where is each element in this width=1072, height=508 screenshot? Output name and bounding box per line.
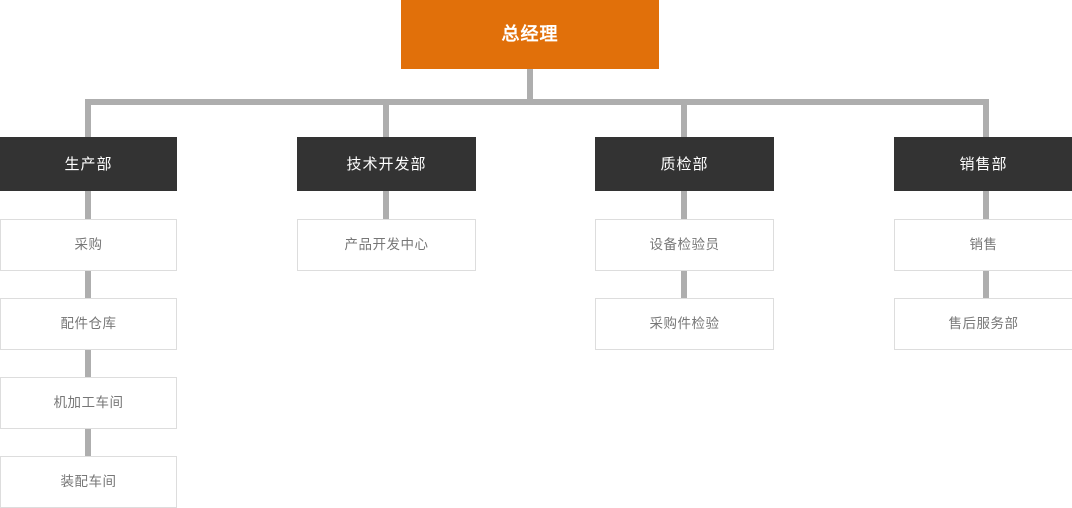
- org-node-dept-1-child-4[interactable]: 装配车间: [0, 456, 177, 508]
- org-node-dept-4[interactable]: 销售部: [894, 137, 1072, 191]
- org-node-dept-3-child-2[interactable]: 采购件检验: [595, 298, 774, 350]
- org-node-root[interactable]: 总经理: [401, 0, 659, 69]
- org-node-dept-4-child-1[interactable]: 销售: [894, 219, 1072, 271]
- org-node-dept-1-child-2[interactable]: 配件仓库: [0, 298, 177, 350]
- connector-dept1-child1: [85, 191, 91, 219]
- org-node-dept-1-child-1[interactable]: 采购: [0, 219, 177, 271]
- connector-dept1-child2: [85, 271, 91, 298]
- org-node-dept-1-child-3[interactable]: 机加工车间: [0, 377, 177, 429]
- org-node-dept-2-child-1[interactable]: 产品开发中心: [297, 219, 476, 271]
- connector-drop-dept-4: [983, 99, 989, 137]
- connector-dept1-child4: [85, 429, 91, 456]
- connector-dept4-child2: [983, 271, 989, 298]
- org-node-dept-1[interactable]: 生产部: [0, 137, 177, 191]
- connector-dept4-child1: [983, 191, 989, 219]
- connector-dept1-child3: [85, 350, 91, 377]
- org-node-dept-3-child-1[interactable]: 设备检验员: [595, 219, 774, 271]
- org-node-dept-3[interactable]: 质检部: [595, 137, 774, 191]
- org-node-dept-2[interactable]: 技术开发部: [297, 137, 476, 191]
- connector-distribution-bar: [85, 99, 989, 105]
- connector-drop-dept-2: [383, 99, 389, 137]
- connector-root-stem: [527, 69, 533, 105]
- connector-drop-dept-3: [681, 99, 687, 137]
- org-node-dept-4-child-2[interactable]: 售后服务部: [894, 298, 1072, 350]
- connector-drop-dept-1: [85, 99, 91, 137]
- connector-dept2-child1: [383, 191, 389, 219]
- connector-dept3-child2: [681, 271, 687, 298]
- connector-dept3-child1: [681, 191, 687, 219]
